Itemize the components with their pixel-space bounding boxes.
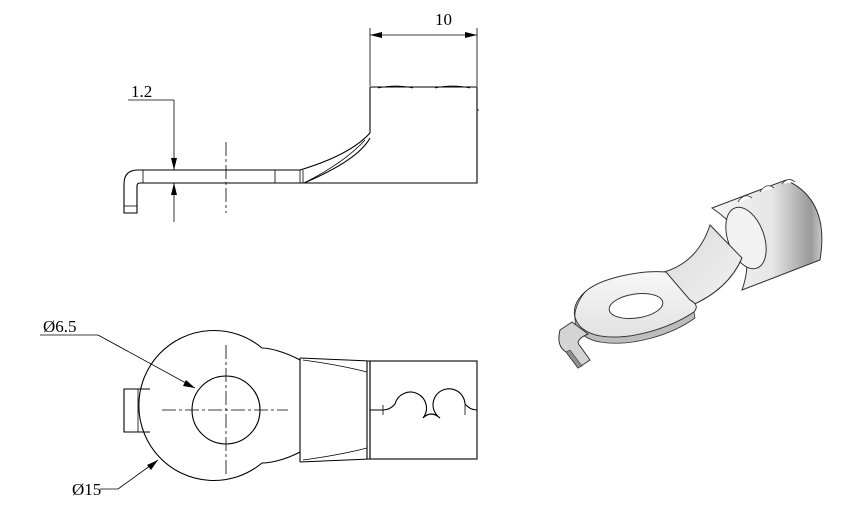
dimension-thickness-label: 1.2 — [131, 82, 152, 101]
side-hook — [123, 169, 148, 214]
side-neck-curve — [299, 132, 371, 171]
top-ring-outline — [138, 329, 301, 482]
iso-hole — [608, 293, 664, 319]
iso-hook — [558, 321, 591, 369]
dimension-ring-diameter-label: Ø15 — [72, 480, 101, 499]
top-view: Ø6.5 Ø15 — [40, 317, 478, 499]
dimension-hole-diameter-label: Ø6.5 — [43, 317, 77, 336]
dimension-width-label: 10 — [435, 10, 452, 29]
side-view: 10 1.2 — [123, 10, 479, 222]
isometric-view — [558, 179, 823, 369]
top-barrel-slots — [370, 388, 478, 419]
side-barrel-outline — [300, 86, 478, 184]
